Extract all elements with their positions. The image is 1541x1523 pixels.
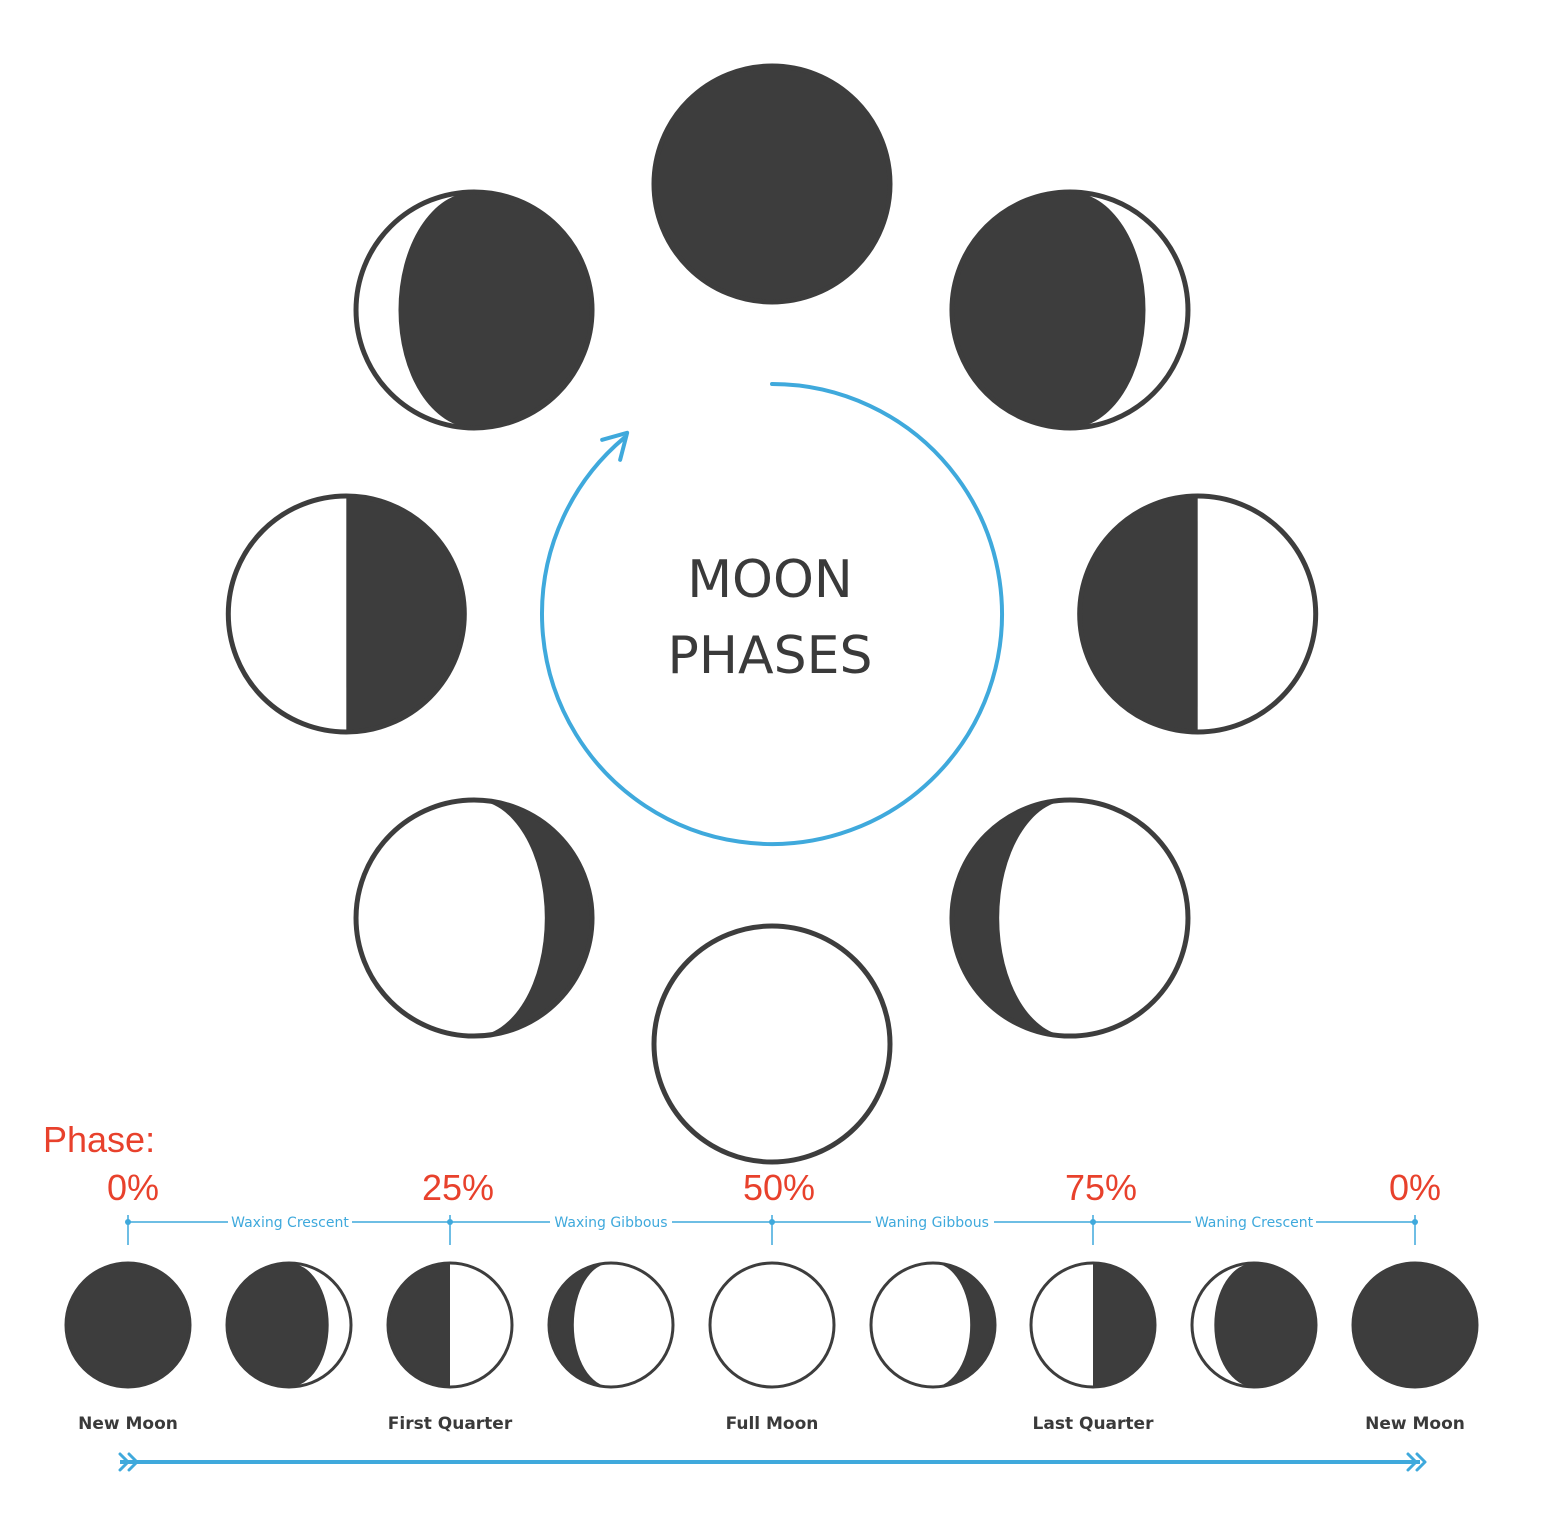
timeline-moon-6 (1029, 1261, 1157, 1389)
timeline-moon-0 (64, 1261, 192, 1389)
segment-label-waxing-crescent: Waxing Crescent (231, 1215, 349, 1231)
cycle-moon-4 (651, 923, 893, 1165)
timeline-moon-1 (225, 1261, 353, 1389)
diagram-title-line2: PHASES (668, 626, 873, 686)
cycle-moon-6 (1077, 493, 1319, 735)
cycle-moon-5 (949, 797, 1191, 1039)
percent-label-50: 50% (743, 1167, 815, 1208)
moon-name-last-quarter: Last Quarter (1033, 1414, 1155, 1434)
phase-scale (125, 1215, 1418, 1245)
cycle-moon-0 (651, 63, 893, 305)
cycle-moon-1 (353, 189, 595, 431)
phase-percent-labels: 0% 25% 50% 75% 0% (107, 1167, 1441, 1208)
timeline-moon-7 (1190, 1261, 1318, 1389)
timeline-moons (64, 1261, 1479, 1389)
timeline-moon-2 (386, 1261, 514, 1389)
cycle-moon-7 (949, 189, 1191, 431)
diagram-title-line1: MOON (687, 550, 853, 610)
moon-name-new-moon: New Moon (78, 1414, 178, 1434)
percent-label-25: 25% (422, 1167, 494, 1208)
cycle-moon-2 (225, 493, 467, 735)
timeline-moon-8 (1351, 1261, 1479, 1389)
phase-label: Phase: (43, 1119, 155, 1160)
segment-label-waning-crescent: Waning Crescent (1195, 1215, 1314, 1231)
timeline-moon-5 (869, 1261, 997, 1389)
timeline-moon-3 (547, 1261, 675, 1389)
double-chevron-right-icon (118, 1452, 1427, 1472)
moon-name-new-moon-end: New Moon (1365, 1414, 1465, 1434)
segment-label-waxing-gibbous: Waxing Gibbous (554, 1215, 667, 1231)
timeline-arrow (118, 1452, 1427, 1472)
percent-label-0: 0% (107, 1167, 159, 1208)
segment-label-waning-gibbous: Waning Gibbous (875, 1215, 989, 1231)
cycle-moons (225, 63, 1319, 1165)
moon-name-first-quarter: First Quarter (388, 1414, 513, 1434)
moon-name-full-moon: Full Moon (726, 1414, 819, 1434)
percent-label-100: 0% (1389, 1167, 1441, 1208)
circular-arrow-icon (540, 382, 1004, 846)
cycle-moon-3 (353, 797, 595, 1039)
timeline-moon-4 (708, 1261, 836, 1389)
percent-label-75: 75% (1065, 1167, 1137, 1208)
